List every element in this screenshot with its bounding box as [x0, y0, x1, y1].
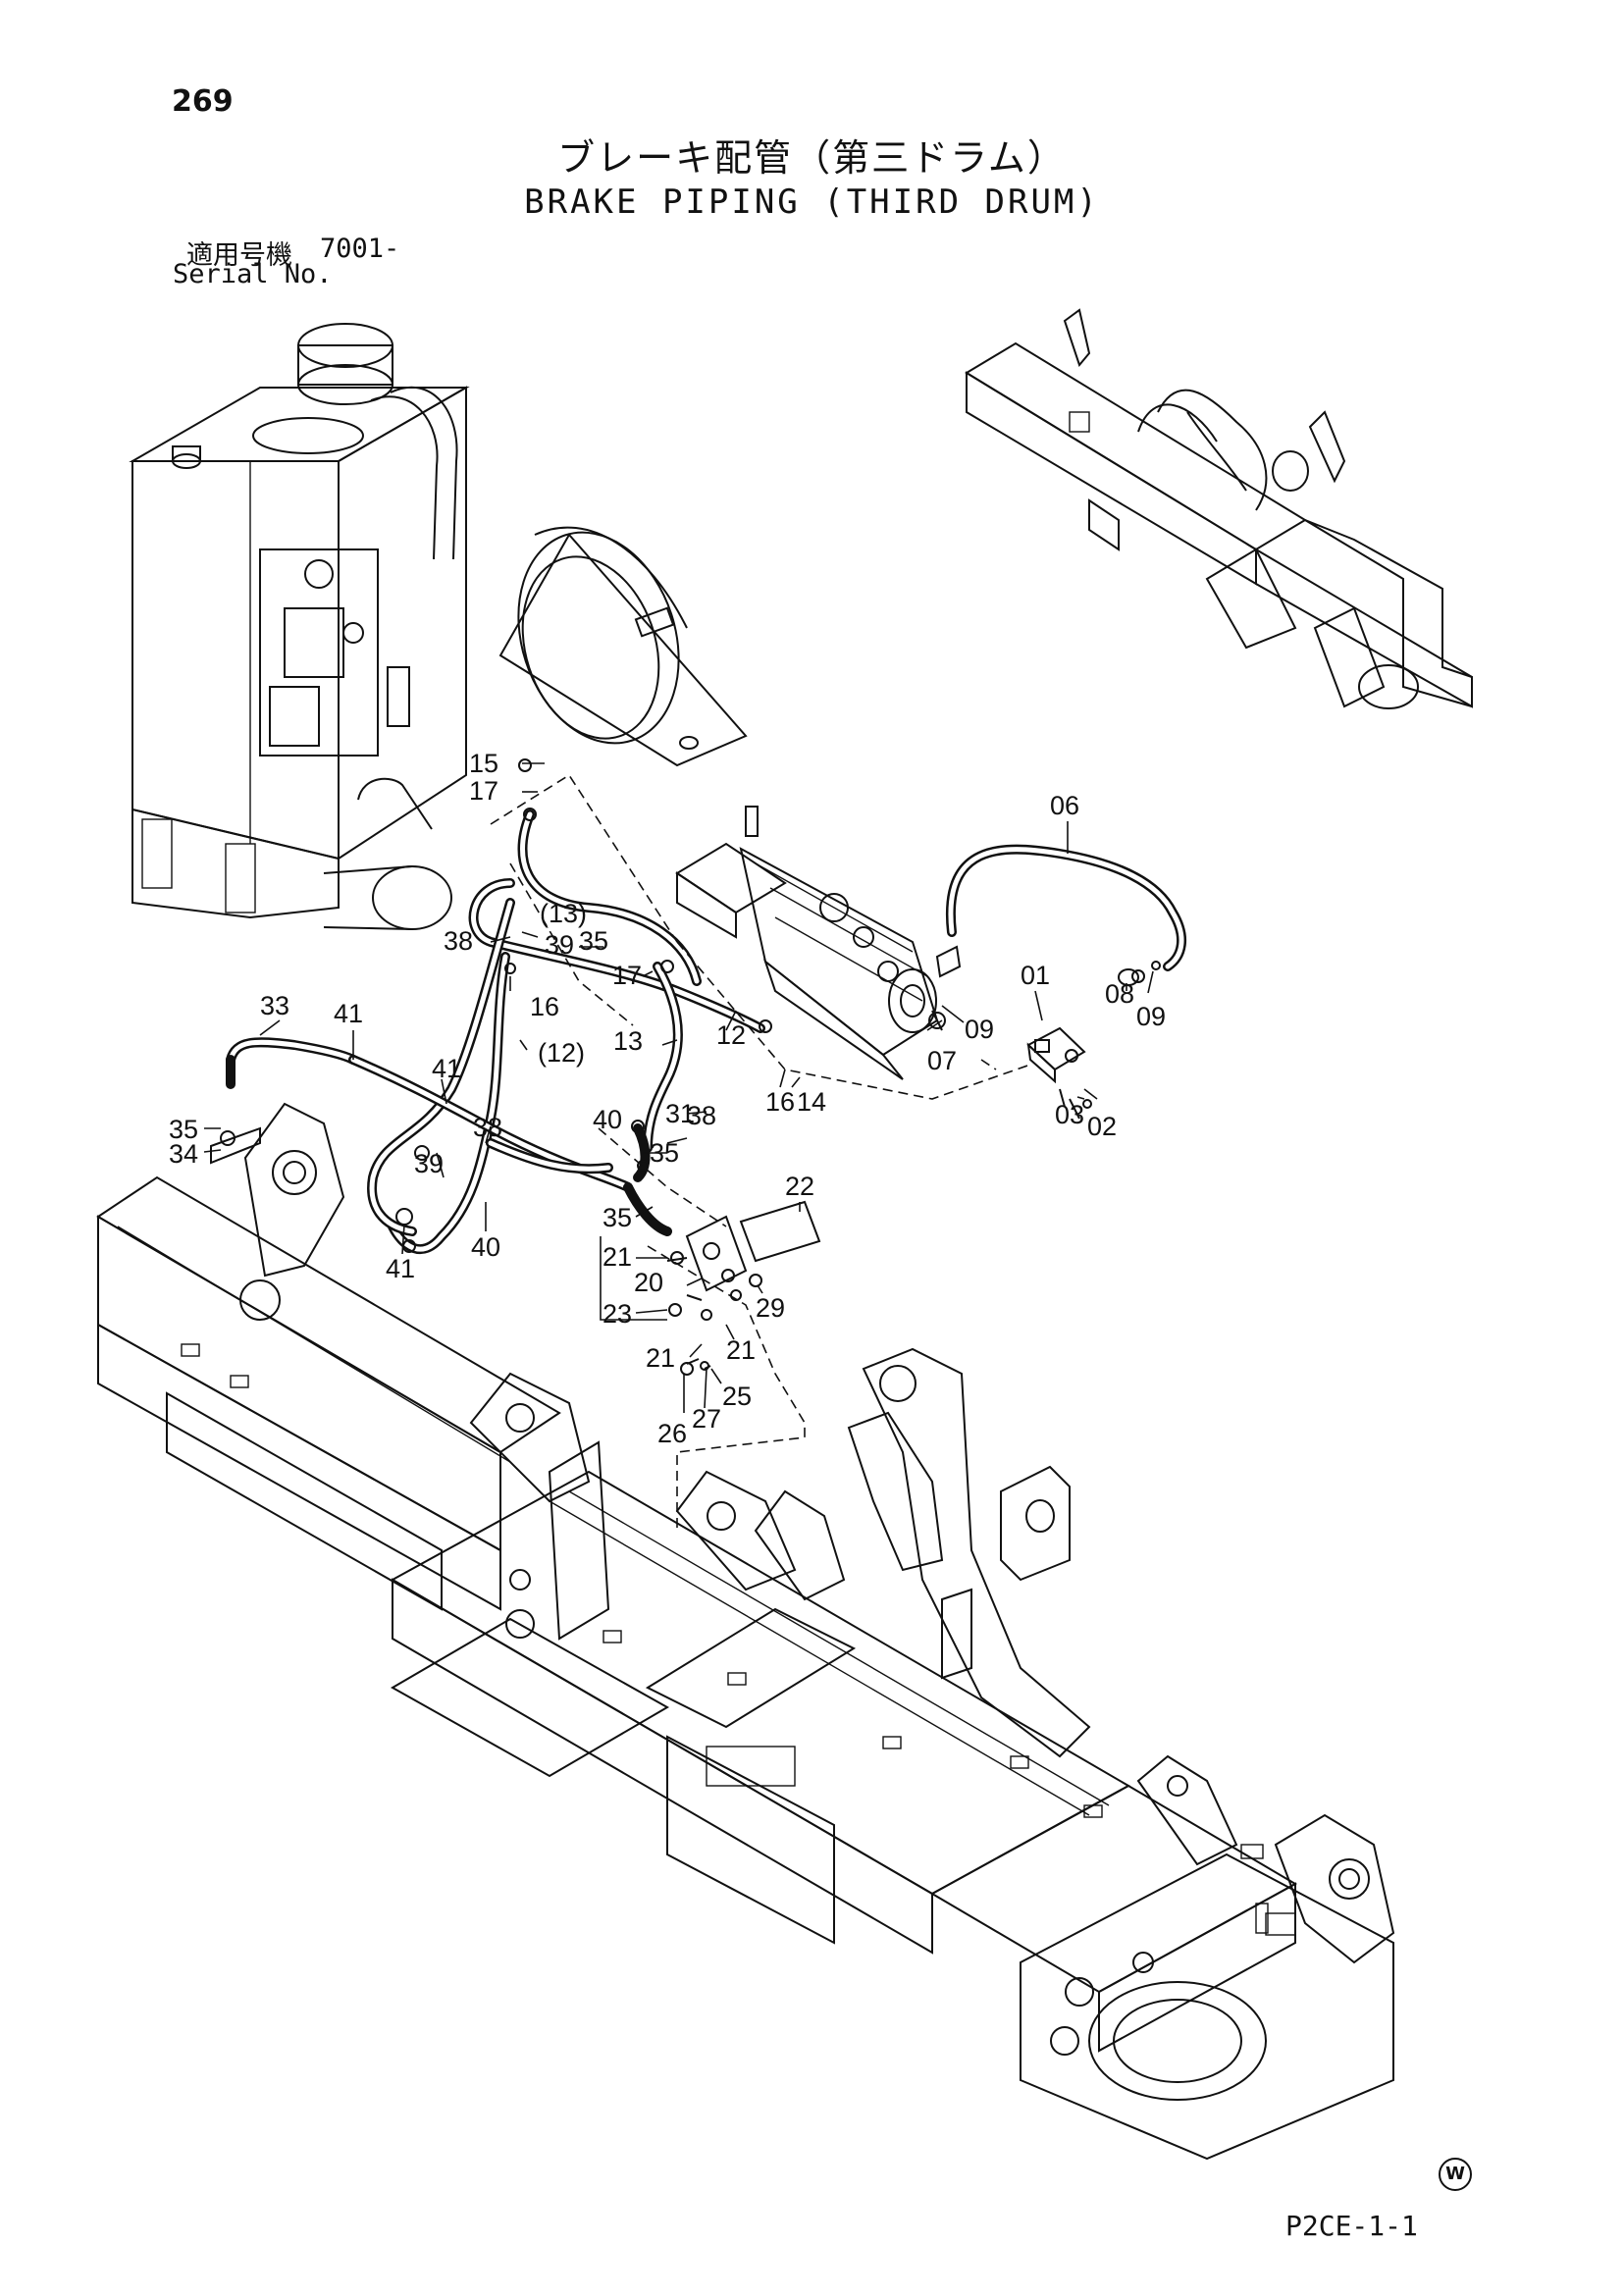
- part-label: 40: [471, 1232, 500, 1262]
- valve-01-drawing: [928, 961, 1161, 1120]
- part-label: 02: [1087, 1112, 1117, 1141]
- control-valve-drawing: [675, 806, 962, 1080]
- part-label: 38: [473, 1113, 502, 1142]
- part-label: 38: [687, 1101, 716, 1130]
- upper-frame-drawing: [96, 1102, 1395, 2161]
- part-label: 35: [602, 1203, 632, 1232]
- serial-label-japanese: 適用号機: [186, 240, 292, 271]
- part-label: 23: [602, 1299, 632, 1329]
- part-label: 13: [613, 1026, 643, 1056]
- brake-hoses: [226, 809, 765, 1254]
- part-label: 01: [1021, 961, 1050, 990]
- part-label: 29: [756, 1293, 785, 1323]
- part-label: 41: [334, 999, 363, 1028]
- part-label: 41: [386, 1254, 415, 1283]
- part-label: 17: [469, 776, 498, 806]
- part-label: 27: [692, 1404, 721, 1434]
- reference-lines: [490, 773, 1031, 1531]
- part-label: 39: [545, 930, 574, 960]
- part-label: 35: [169, 1115, 198, 1144]
- part-label: (12): [538, 1038, 585, 1068]
- part-label: 35: [579, 926, 608, 956]
- part-label: 26: [657, 1419, 687, 1448]
- page-title-english: BRAKE PIPING (THIRD DRUM): [524, 183, 1100, 222]
- part-label: 12: [716, 1020, 746, 1050]
- part-label: 03: [1055, 1100, 1084, 1129]
- leader-lines: [203, 762, 1154, 1413]
- part-number-callouts: 15 17 06 38 (13) 35 39 17 01 08 09 16 12…: [169, 749, 1166, 1448]
- page-number: 269: [172, 84, 234, 119]
- part-label: 17: [612, 961, 642, 990]
- part-label: 35: [650, 1138, 679, 1168]
- part-label: 20: [634, 1268, 663, 1297]
- part-label: 08: [1105, 979, 1134, 1009]
- serial-label-english: Serial No.: [173, 259, 333, 289]
- part-label: 38: [444, 926, 473, 956]
- part-label: 31: [665, 1099, 695, 1128]
- part-label: 21: [602, 1242, 632, 1272]
- w-mark-icon: W: [1439, 2158, 1472, 2191]
- part-label: 34: [169, 1139, 198, 1169]
- part-label: (13): [540, 899, 587, 928]
- part-label: 41: [432, 1054, 461, 1083]
- hydraulic-tank-drawing: [129, 323, 470, 930]
- part-label: 25: [722, 1382, 752, 1411]
- part-label: 16: [765, 1087, 795, 1117]
- part-label: 14: [797, 1087, 826, 1117]
- part-label: 33: [260, 991, 289, 1020]
- part-label: 21: [646, 1343, 675, 1373]
- part-label: 39: [414, 1149, 444, 1178]
- part-label: 40: [593, 1105, 622, 1134]
- part-label: 22: [785, 1172, 814, 1201]
- drum-plate-drawing: [498, 526, 748, 767]
- drawing-code: P2CE-1-1: [1285, 2210, 1418, 2242]
- frame-overview-drawing: [965, 308, 1473, 709]
- part-label: 21: [726, 1335, 756, 1365]
- part-label: 09: [1136, 1002, 1166, 1031]
- part-label: 16: [530, 992, 559, 1021]
- page-title-japanese: ブレーキ配管（第三ドラム）: [557, 136, 1067, 180]
- part-label: 15: [469, 749, 498, 778]
- part-label: 06: [1050, 791, 1079, 820]
- part-label: 07: [927, 1046, 957, 1075]
- hose-06: [945, 844, 1187, 971]
- serial-range: 7001-: [320, 234, 400, 264]
- part-label: 09: [965, 1015, 994, 1044]
